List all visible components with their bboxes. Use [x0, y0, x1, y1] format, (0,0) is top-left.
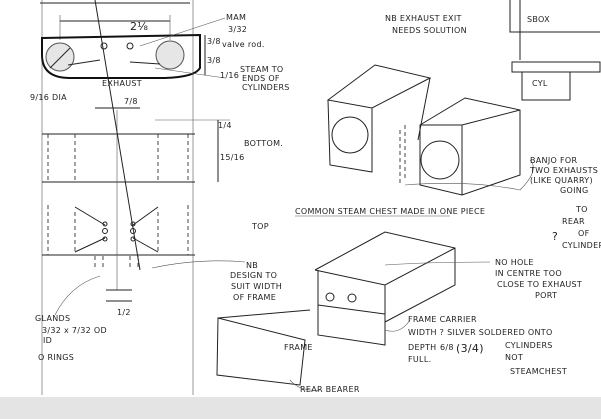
top-label: TOP: [251, 222, 269, 231]
steam-note-3: CYLINDERS: [242, 83, 290, 92]
frame-label: FRAME: [284, 343, 313, 352]
frame-carrier-drawing: [216, 231, 491, 391]
banjo-note-8: CYLINDERS: [562, 241, 601, 250]
nb-design-note-4: OF FRAME: [233, 293, 276, 302]
nb-design-note-1: NB: [246, 261, 258, 270]
no-hole-note-4: PORT: [535, 291, 557, 300]
nb-exhaust-note-1: NB EXHAUST EXIT: [385, 14, 462, 23]
exhaust-label: EXHAUST: [102, 79, 142, 88]
no-hole-note-1: NO HOLE: [495, 258, 534, 267]
cylinder-dia-label: 9/16 DIA: [30, 93, 67, 102]
bottom-label: BOTTOM.: [244, 139, 283, 148]
banjo-note-7: OF: [578, 229, 590, 238]
carrier-full-label: FULL.: [408, 355, 431, 364]
common-steam-chest-note: COMMON STEAM CHEST MADE IN ONE PIECE: [295, 207, 485, 216]
carrier-depth-label: DEPTH: [408, 343, 436, 352]
steam-note-1: STEAM TO: [240, 65, 284, 74]
carrier-note-1: FRAME CARRIER: [408, 315, 477, 324]
banjo-note-4: GOING: [560, 186, 589, 195]
glands-note-2: 3/32 x 7/32 OD: [42, 326, 107, 335]
nb-design-note-2: DESIGN TO: [230, 271, 277, 280]
glands-note-3: ID: [43, 336, 52, 345]
paper-edge-band: [0, 397, 601, 419]
carrier-depth-alt: (3/4): [456, 342, 484, 355]
glands-note-1: GLANDS: [35, 314, 70, 323]
sbox-label: SBOX: [527, 15, 550, 24]
carrier-depth-value: 6/8: [440, 343, 454, 352]
rear-bearer-label: REAR BEARER: [300, 385, 360, 394]
banjo-note-3: (LIKE QUARRY): [530, 176, 593, 185]
banjo-note-5: TO: [575, 205, 588, 214]
no-hole-note-3: CLOSE TO EXHAUST: [497, 280, 582, 289]
valve-rod-note-3: valve rod.: [222, 40, 265, 49]
front-view-drawing: [40, 0, 226, 395]
nb-design-note-3: SUIT WIDTH: [231, 282, 282, 291]
dim-overall-width: 2⅛: [130, 20, 148, 33]
steam-note-2: ENDS OF: [242, 74, 280, 83]
banjo-note-2: TWO EXHAUSTS: [529, 166, 598, 175]
banjo-note-6: REAR: [562, 217, 585, 226]
carrier-note-2: WIDTH ? SILVER SOLDERED ONTO: [408, 328, 553, 337]
dim-bottom-b: 15/16: [220, 153, 245, 162]
cyl-label: CYL: [532, 79, 548, 88]
dim-low: 1/16: [220, 71, 239, 80]
nb-exhaust-note-2: NEEDS SOLUTION: [392, 26, 467, 35]
dim-top: 3/8: [207, 37, 221, 46]
valve-rod-note-1: MAM: [226, 13, 246, 22]
dim-half: 1/2: [117, 308, 131, 317]
banjo-note-1: BANJO FOR: [530, 156, 577, 165]
dim-bottom-a: 1/4: [218, 121, 232, 130]
cyl-not-note-1: CYLINDERS: [505, 341, 553, 350]
cyl-not-note-3: STEAMCHEST: [510, 367, 567, 376]
dim-bottom-width: 7/8: [124, 97, 138, 106]
dim-mid: 3/8: [207, 56, 221, 65]
o-rings-label: O RINGS: [38, 353, 74, 362]
bottom-view-drawing: [42, 0, 246, 316]
iso-steam-chest-drawing: [295, 0, 601, 217]
valve-rod-note-2: 3/32: [228, 25, 247, 34]
cyl-not-note-2: NOT: [505, 353, 523, 362]
banjo-question-mark: ?: [552, 230, 558, 243]
no-hole-note-2: IN CENTRE TOO: [495, 269, 562, 278]
